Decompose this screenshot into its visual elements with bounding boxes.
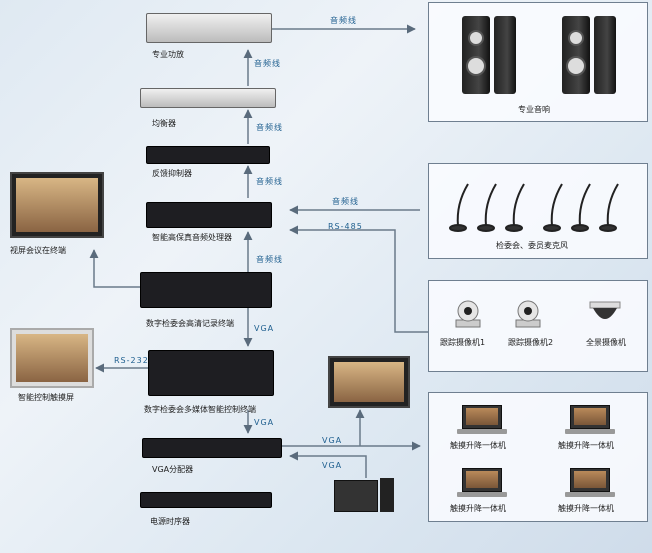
- power-sequencer-label: 电源时序器: [150, 517, 190, 526]
- laptop-icon: [565, 468, 615, 497]
- wire-label-audio-4: 音频线: [256, 177, 283, 186]
- microphones-icon: [449, 183, 619, 232]
- wire-label-audio-5: 音频线: [332, 197, 359, 206]
- control-terminal-label: 数字检委会多媒体智能控制终端: [144, 405, 256, 414]
- recording-terminal-device: [140, 272, 272, 308]
- feedback-suppressor-label: 反馈抑制器: [152, 169, 192, 178]
- vga-distributor-device: [142, 438, 282, 458]
- terminal-label-4: 触摸升降一体机: [558, 504, 614, 513]
- audio-processor-label: 智能高保真音频处理器: [152, 233, 232, 242]
- wire-label-vga-2: VGA: [254, 418, 275, 427]
- speakers-label: 专业音响: [518, 105, 550, 114]
- touch-panel-label: 智能控制触摸屏: [18, 393, 74, 402]
- speaker-icon: [594, 16, 616, 94]
- recording-terminal-label: 数字检委会高清记录终端: [146, 319, 234, 328]
- tracking-camera-icon: [515, 300, 541, 328]
- terminal-label-2: 触摸升降一体机: [558, 441, 614, 450]
- tracking-camera-icon: [455, 300, 481, 328]
- wire-label-vga-3: VGA: [322, 436, 343, 445]
- video-conference-label: 视屏会议在终端: [10, 246, 66, 255]
- main-display-screen: [328, 356, 410, 408]
- vga-distributor-label: VGA分配器: [152, 465, 194, 474]
- microphones-panel: [428, 163, 648, 259]
- speaker-icon: [494, 16, 516, 94]
- terminal-label-3: 触摸升降一体机: [450, 504, 506, 513]
- touch-panel-screen: [10, 328, 94, 388]
- laptop-icon: [457, 468, 507, 497]
- feedback-suppressor-device: [146, 146, 270, 164]
- control-terminal-device: [148, 350, 274, 396]
- speaker-icon: [562, 16, 590, 94]
- camera-label-1: 跟踪摄像机1: [440, 338, 486, 347]
- camera-label-3: 全景摄像机: [586, 338, 626, 347]
- wire-label-rs232: RS-232: [114, 356, 149, 365]
- equalizer-device: [140, 88, 276, 108]
- wire-label-audio-2: 音频线: [254, 59, 281, 68]
- equalizer-label: 均衡器: [152, 119, 176, 128]
- wire-label-audio-3: 音频线: [256, 123, 283, 132]
- wire-label-rs485: RS-485: [328, 222, 363, 231]
- desktop-pc-icon: [334, 480, 378, 512]
- microphones-label: 检委会、委员麦克风: [496, 241, 568, 250]
- audio-processor-device: [146, 202, 272, 228]
- panoramic-camera-icon: [589, 301, 621, 319]
- wire-label-vga-1: VGA: [254, 324, 275, 333]
- pc-tower-icon: [380, 478, 394, 512]
- power-sequencer-device: [140, 492, 272, 508]
- amplifier-device: [146, 13, 272, 43]
- wire-label-audio-6: 音频线: [256, 255, 283, 264]
- camera-label-2: 跟踪摄像机2: [508, 338, 554, 347]
- laptop-icon: [457, 405, 507, 434]
- speaker-icon: [462, 16, 490, 94]
- laptop-icon: [565, 405, 615, 434]
- video-conference-screen: [10, 172, 104, 238]
- wire-label-vga-4: VGA: [322, 461, 343, 470]
- wire-label-audio-1: 音频线: [330, 16, 357, 25]
- terminal-label-1: 触摸升降一体机: [450, 441, 506, 450]
- amplifier-label: 专业功放: [152, 50, 184, 59]
